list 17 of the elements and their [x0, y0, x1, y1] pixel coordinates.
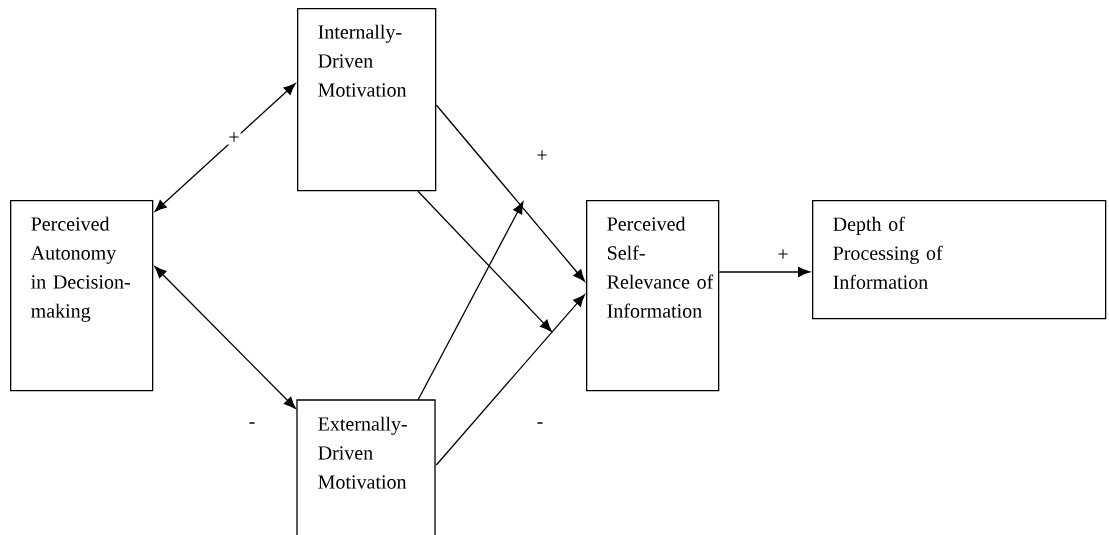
arrow: [435, 104, 585, 282]
arrow: [154, 83, 296, 212]
arrow: [417, 190, 552, 332]
text-box: Internally-Driven Motivation: [297, 8, 437, 192]
text-box: Perceived Autonomy in Decision-making: [10, 200, 154, 392]
arrow: [435, 294, 585, 466]
arrow: [154, 266, 296, 409]
arrow: [718, 267, 811, 277]
edge-label: +: [227, 131, 241, 145]
edge-label: +: [535, 149, 549, 163]
edge-label: +: [776, 248, 790, 262]
edge-label: -: [247, 421, 257, 429]
text-box: Depth of Processing of Information: [812, 200, 1107, 320]
edge-label: -: [535, 421, 545, 429]
text-box: Perceived Self-Relevance of Information: [586, 200, 720, 392]
text-box: Externally-Driven Motivation: [296, 399, 436, 535]
arrow: [417, 201, 524, 401]
